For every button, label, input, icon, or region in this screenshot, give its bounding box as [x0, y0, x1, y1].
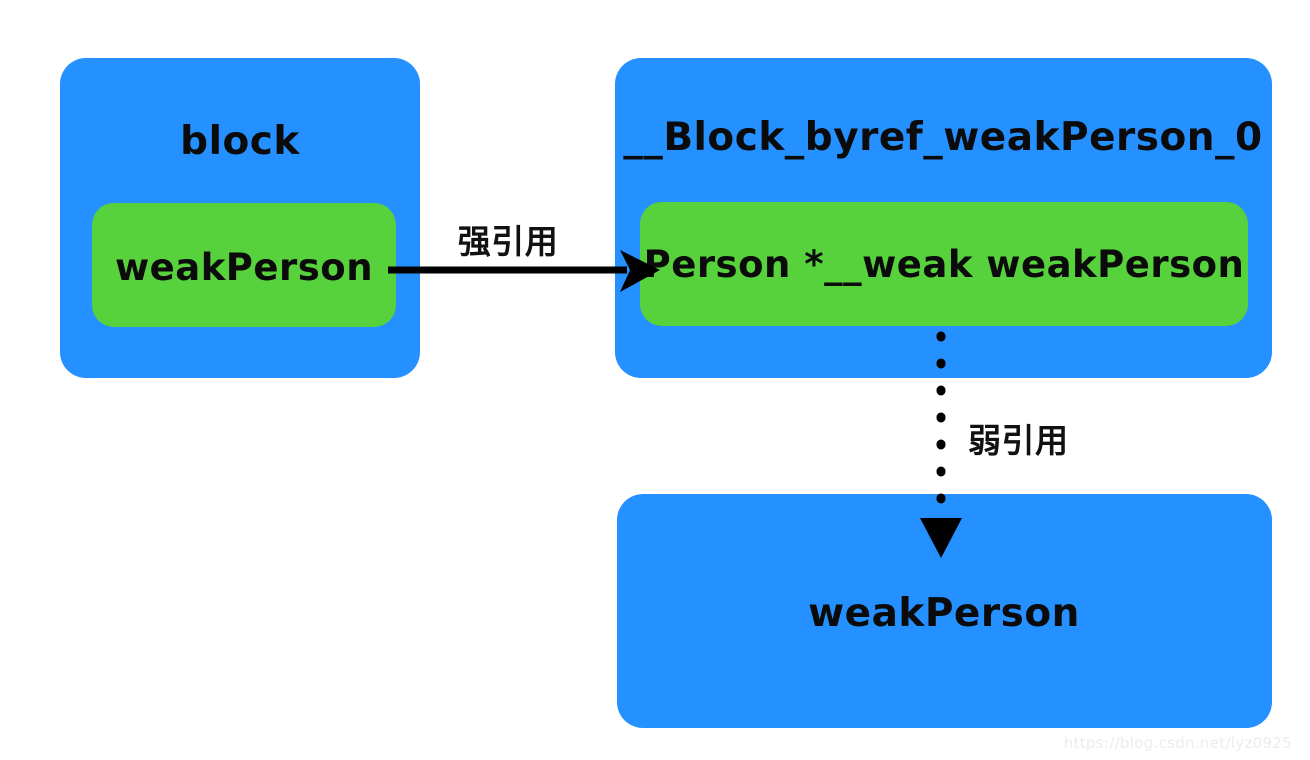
node-block-inner-label: weakPerson [114, 246, 374, 289]
edge-weak-ref-label: 弱引用 [968, 421, 1069, 460]
node-byref-inner-box [640, 202, 1248, 326]
node-block-inner-box [92, 203, 396, 327]
watermark-text: https://blog.csdn.net/lyz0925 [1063, 734, 1292, 752]
edge-strong-ref-label: 强引用 [457, 222, 559, 261]
node-block-box-label: block [180, 119, 300, 164]
node-object-box-label: weakPerson [808, 591, 1080, 636]
node-byref-box-label: __Block_byref_weakPerson_0 [623, 115, 1263, 160]
node-byref-inner-label: Person *__weak weakPerson [643, 243, 1245, 286]
